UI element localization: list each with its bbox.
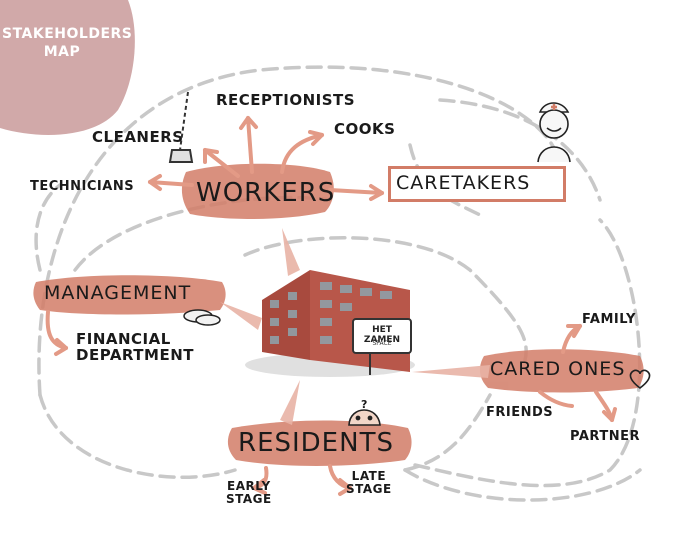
node-management: MANAGEMENT bbox=[44, 282, 192, 304]
node-partner: PARTNER bbox=[570, 429, 640, 444]
title-line-1: STAKEHOLDERS bbox=[2, 26, 133, 42]
financial-line-2: DEPARTMENT bbox=[76, 345, 194, 364]
coins-icon bbox=[183, 309, 221, 326]
arrow-to-financial bbox=[45, 310, 68, 350]
resident-face-icon bbox=[348, 409, 381, 426]
spoke-to-management bbox=[220, 302, 262, 330]
arrow-to-cleaners bbox=[203, 148, 240, 178]
node-technicians: TECHNICIANS bbox=[30, 179, 135, 194]
cared-ones-highlight bbox=[479, 349, 644, 393]
sign-main-text: HET ZAMEN bbox=[363, 325, 401, 345]
early-line-2: STAGE bbox=[226, 491, 272, 506]
spoke-to-workers bbox=[282, 228, 300, 276]
node-financial-department: FINANCIAL DEPARTMENT bbox=[76, 330, 194, 364]
late-line-2: STAGE bbox=[346, 481, 392, 496]
residents-highlight bbox=[227, 420, 412, 466]
question-mark: ? bbox=[361, 398, 368, 411]
caretakers-box bbox=[388, 166, 566, 202]
building-spokes bbox=[220, 228, 490, 425]
arrow-to-receptionists bbox=[246, 116, 254, 174]
arrow-to-caretakers bbox=[328, 188, 384, 195]
node-receptionists: RECEPTIONISTS bbox=[216, 91, 356, 109]
diagram-title: STAKEHOLDERS MAP bbox=[2, 26, 133, 61]
spoke-to-cared-ones bbox=[412, 365, 490, 378]
node-family: FAMILY bbox=[582, 312, 636, 327]
node-workers: WORKERS bbox=[196, 178, 336, 208]
management-highlight bbox=[33, 275, 226, 315]
title-blob bbox=[0, 0, 135, 135]
node-early-stage: EARLY STAGE bbox=[226, 480, 272, 505]
node-late-stage: LATE STAGE bbox=[346, 470, 392, 495]
heart-icon bbox=[629, 369, 651, 390]
node-residents: RESIDENTS bbox=[238, 428, 394, 458]
sign-sub-text: SPACE bbox=[372, 340, 392, 347]
late-line-1: LATE bbox=[351, 469, 387, 483]
financial-line-1: FINANCIAL bbox=[76, 330, 171, 348]
node-cleaners: CLEANERS bbox=[92, 128, 184, 146]
brush-icon bbox=[168, 91, 194, 163]
title-line-2: MAP bbox=[43, 43, 81, 60]
early-line-1: EARLY bbox=[227, 479, 271, 493]
spoke-to-residents bbox=[280, 380, 300, 425]
nurse-icon bbox=[537, 102, 571, 163]
connector-arrows bbox=[45, 116, 617, 496]
node-cared-ones: CARED ONES bbox=[490, 358, 626, 380]
node-caretakers: CARETAKERS bbox=[396, 172, 531, 194]
arrow-to-cooks bbox=[280, 133, 324, 174]
arrow-to-friends bbox=[538, 390, 574, 408]
arrow-to-technicians bbox=[148, 180, 194, 187]
node-friends: FRIENDS bbox=[486, 405, 554, 420]
node-highlights bbox=[33, 163, 644, 466]
node-cooks: COOKS bbox=[334, 120, 396, 138]
building-sign: HET ZAMEN SPACE bbox=[352, 318, 412, 354]
workers-highlight bbox=[181, 163, 334, 219]
